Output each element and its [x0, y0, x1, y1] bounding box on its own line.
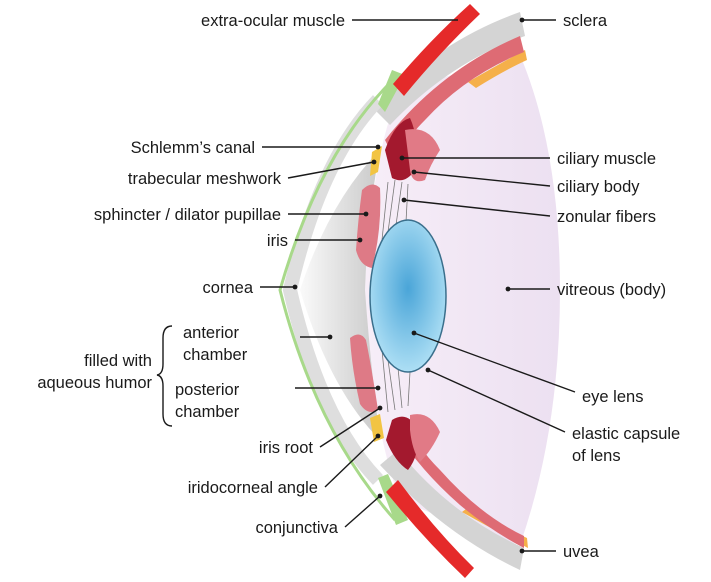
label-ciliary-body: ciliary body	[557, 178, 640, 196]
label-anterior-chamber-1: anterior	[183, 324, 239, 342]
label-aqueous-2: aqueous humor	[37, 374, 152, 392]
label-posterior-chamber-2: chamber	[175, 403, 240, 421]
label-elastic-capsule-1: elastic capsule	[572, 425, 680, 443]
label-iridocorneal-angle: iridocorneal angle	[188, 479, 318, 497]
label-trabecular-meshwork: trabecular meshwork	[128, 170, 282, 188]
label-extra-ocular-muscle: extra-ocular muscle	[201, 12, 345, 30]
label-posterior-chamber-1: posterior	[175, 381, 240, 399]
label-sphincter-dilator: sphincter / dilator pupillae	[94, 206, 281, 224]
label-cornea: cornea	[203, 279, 254, 297]
label-sclera: sclera	[563, 12, 608, 30]
aqueous-brace	[157, 326, 172, 426]
label-elastic-capsule-2: of lens	[572, 447, 621, 465]
label-uvea: uvea	[563, 543, 600, 561]
label-iris: iris	[267, 232, 288, 250]
label-ciliary-muscle: ciliary muscle	[557, 150, 656, 168]
label-conjunctiva: conjunctiva	[255, 519, 338, 537]
label-zonular-fibers: zonular fibers	[557, 208, 656, 226]
label-aqueous-1: filled with	[84, 352, 152, 370]
label-eye-lens: eye lens	[582, 388, 643, 406]
label-vitreous: vitreous (body)	[557, 281, 666, 299]
eye-lens	[370, 220, 446, 372]
label-iris-root: iris root	[259, 439, 314, 457]
label-anterior-chamber-2: chamber	[183, 346, 248, 364]
label-schlemms-canal: Schlemm’s canal	[131, 139, 255, 157]
